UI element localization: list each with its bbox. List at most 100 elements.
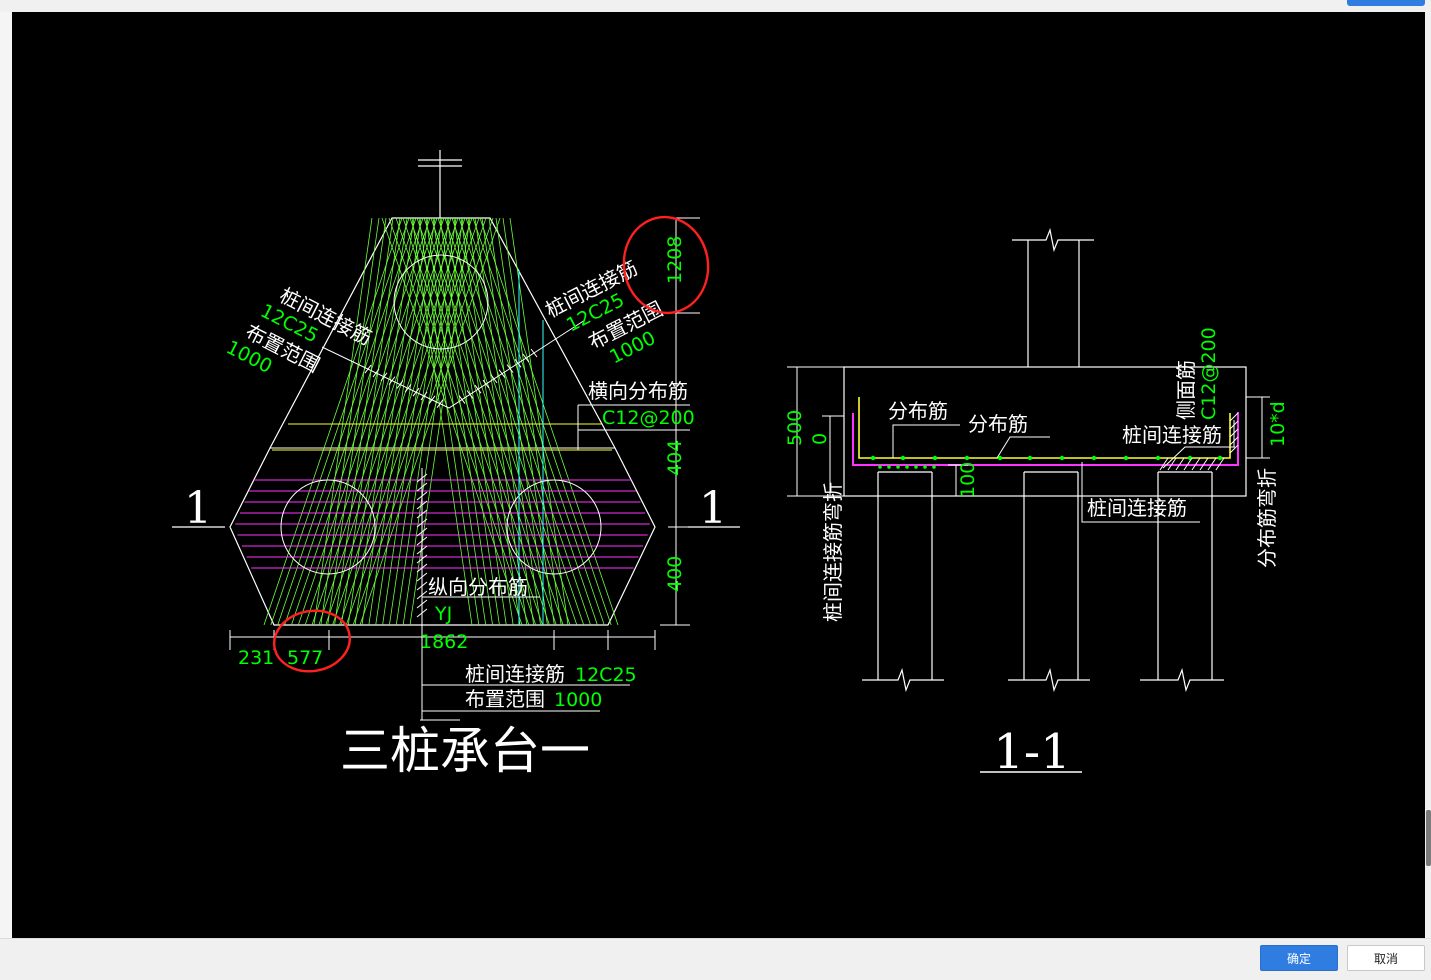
leader-tick (514, 359, 522, 368)
hatch-tick (1159, 457, 1169, 471)
dim-1208: 1208 (664, 236, 686, 284)
rebar-dot (1059, 455, 1065, 461)
vertical-scrollbar[interactable] (1425, 12, 1431, 938)
longitudinal-tick (416, 527, 428, 537)
longitudinal-tick (416, 500, 428, 510)
leader-tick (364, 364, 372, 374)
section-pile-conn-label: 桩间连接筋 (1122, 423, 1222, 447)
longitudinal-tick (416, 482, 428, 492)
section-right-dimension (1246, 396, 1270, 459)
section-left-dimension (787, 366, 968, 497)
leader-tick (522, 353, 530, 363)
confirm-button[interactable]: 确定 (1260, 945, 1338, 971)
leader-tick (428, 395, 436, 405)
longitudinal-tick (416, 608, 428, 618)
bottom-callout-range-label: 布置范围 (465, 687, 545, 711)
transverse-label: 横向分布筋 (588, 379, 688, 403)
leader-tick (380, 372, 388, 382)
rebar-dot (997, 455, 1003, 461)
longitudinal-tick (416, 536, 428, 546)
dialog-footer (0, 938, 1431, 980)
leader-tick (388, 376, 396, 385)
section-mark-left: 1 (184, 483, 212, 534)
dim-500: 500 (784, 410, 806, 446)
hatch-tick (1207, 457, 1217, 471)
pile-top (393, 254, 489, 350)
longitudinal-tick (416, 599, 428, 609)
section-pile-conn-rebar (852, 412, 1239, 466)
bottom-callout-label: 桩间连接筋 (465, 662, 565, 686)
longitudinal-tick (416, 473, 428, 483)
cancel-button[interactable]: 取消 (1347, 945, 1425, 971)
longitudinal-tick (416, 563, 428, 573)
leader-tick (420, 391, 428, 401)
section-view: 500 0 100 10*d 分布筋 分布筋 桩间连接筋 桩间连接筋 侧面筋 C… (784, 227, 1289, 780)
rebar-dot (887, 465, 891, 469)
section-piles (862, 471, 1224, 693)
hatch-tick (1229, 420, 1239, 430)
rebar-dot (932, 465, 936, 469)
section-cap (843, 366, 1247, 497)
section-distribution-rebar (858, 397, 1231, 459)
section-right-vertical-label: 分布筋弯折 (1255, 468, 1279, 568)
hatch-tick (1175, 457, 1185, 471)
hatch-tick (1167, 457, 1177, 471)
longitudinal-tick (416, 554, 428, 564)
leader-tick (396, 380, 404, 389)
callout-leader-ticks (364, 348, 538, 408)
rebar-dot (914, 465, 918, 469)
section-left-vertical-label: 桩间连接筋弯折 (821, 482, 845, 622)
rebar-dot (1123, 455, 1129, 461)
leader-tick (436, 399, 444, 408)
cap-outline (229, 217, 656, 626)
rebar-dot (905, 465, 909, 469)
leader-tick (412, 387, 420, 397)
section-mark-right: 1 (699, 483, 727, 534)
longitudinal-label: 纵向分布筋 (428, 575, 528, 599)
top-toolbar-button[interactable] (1347, 0, 1425, 6)
section-dist-label-1: 分布筋 (888, 399, 948, 423)
longitudinal-tick (416, 509, 428, 519)
rebar-dot (878, 465, 882, 469)
horizontal-rebar-magenta (235, 479, 650, 569)
leader-tick (458, 395, 466, 404)
scrollbar-thumb[interactable] (1426, 810, 1431, 866)
rebar-dot (964, 455, 970, 461)
longitudinal-tick (416, 581, 428, 591)
dim-10d: 10*d (1267, 401, 1289, 447)
rebar-dot (870, 455, 876, 461)
hatch-tick (1229, 412, 1239, 422)
right-callout: 桩间连接筋 12C25 布置范围 1000 (541, 256, 666, 369)
section-side-spec: C12@200 (1198, 327, 1220, 420)
rebar-dot (1027, 455, 1033, 461)
longitudinal-bar-ticks (416, 473, 428, 618)
leader-tick (498, 369, 506, 379)
dim-400: 400 (664, 556, 686, 592)
rebar-dot (896, 465, 900, 469)
section-pile-conn-bottom-label: 桩间连接筋 (1087, 496, 1187, 520)
red-annotation-1208 (622, 215, 710, 315)
cad-drawing-viewport[interactable]: 1 1 1208 404 400 231 577 1862 桩间连接筋 (12, 12, 1425, 938)
section-leaders (892, 420, 1235, 523)
section-column (1012, 227, 1094, 367)
plan-bottom-dimension (229, 630, 656, 650)
longitudinal-tick (416, 491, 428, 501)
rebar-dot (900, 455, 906, 461)
pile-right (506, 479, 602, 575)
top-toolbar (0, 0, 1431, 12)
leader-tick (482, 379, 490, 389)
leader-tick (372, 368, 380, 378)
rebar-dot (923, 465, 927, 469)
rebar-dot (1217, 455, 1223, 461)
longitudinal-tick (416, 572, 428, 582)
dim-100: 100 (957, 462, 979, 498)
dim-0: 0 (809, 433, 831, 445)
transverse-spec: C12@200 (602, 407, 695, 429)
bottom-callout-range-value: 1000 (554, 689, 602, 711)
rebar-dot (932, 455, 938, 461)
longitudinal-tick (416, 545, 428, 555)
leader-tick (466, 390, 474, 399)
hatch-tick (1229, 436, 1239, 446)
callout-leader-v (321, 319, 586, 409)
leader-tick (404, 384, 412, 393)
